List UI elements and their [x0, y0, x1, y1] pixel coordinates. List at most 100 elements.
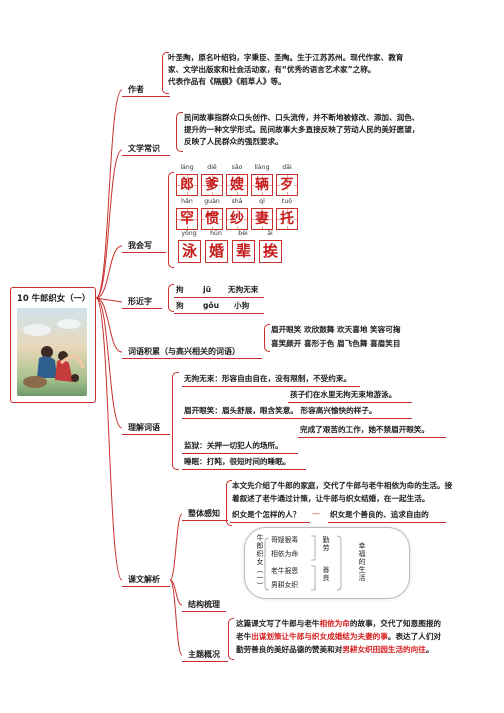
character-cell: 歹 [276, 174, 298, 196]
character-cell: 嫂 [226, 174, 248, 196]
shape-word-2: 小狗 [234, 301, 250, 310]
literature-underline [122, 155, 170, 156]
vocab-line-2: 喜笑颜开 喜形于色 眉飞色舞 喜眉笑目 [271, 339, 401, 348]
character-cell: 婚 [205, 240, 228, 263]
author-label[interactable]: 作者 [128, 85, 144, 94]
understand-underline [122, 434, 170, 435]
theme-line-2: 老牛出谋划策让牛郎与织女成婚结为夫妻的事。表达了人们对 [236, 631, 441, 643]
overall-label[interactable]: 整体感知 [188, 509, 220, 518]
shape-pinyin-2: gǒu [203, 301, 220, 310]
theme-line-3-b: 男耕女织田园生活的向往 [342, 645, 426, 654]
structure-item-2: 相依为命 [271, 550, 299, 558]
vocab-label[interactable]: 词语积累（与高兴相关的词语） [128, 347, 240, 356]
shapes-brace [168, 284, 174, 312]
overall-line-1: 本文先介绍了牛郎的家庭，交代了牛郎与老牛相依为命的生活。接 [232, 481, 453, 490]
pinyin-label: guàn [204, 198, 220, 205]
pinyin-label: yǒng [181, 230, 197, 237]
structure-item-4: 男耕女织 [271, 581, 299, 589]
theme-label[interactable]: 主题概况 [188, 650, 220, 659]
writing-label[interactable]: 我会写 [128, 241, 152, 250]
pinyin-label: bèi [238, 230, 248, 237]
character-text: 辆 [255, 177, 269, 193]
pinyin-label: hūn [210, 230, 222, 237]
vocab-line-1: 眉开眼笑 欢欣鼓舞 欢天喜地 笑容可掬 [271, 325, 401, 334]
root-node[interactable]: 10 牛郎织女（一） [10, 287, 96, 403]
character-text: 托 [280, 211, 294, 227]
author-line-1: 叶圣陶，原名叶绍钧，字秉臣、圣陶。生于江苏苏州。现代作家、教育 [168, 53, 404, 62]
character-cell: 纱 [226, 208, 248, 230]
overall-answer: 织女是个善良的、追求自由的 [330, 510, 429, 519]
theme-line-3-c: 。 [425, 645, 434, 654]
shape-line-1-underline [174, 297, 264, 298]
structure-label[interactable]: 结构梳理 [188, 600, 220, 609]
pinyin-label: diē [207, 164, 217, 171]
character-text: 纱 [230, 211, 244, 227]
character-text: 挨 [262, 242, 278, 260]
character-text: 辈 [235, 242, 251, 260]
theme-line-2-b: 出谋划策让牛郎与织女成婚结为夫妻的事 [251, 632, 388, 641]
cover-illustration [17, 308, 87, 396]
question-arrow-icon: — [312, 509, 320, 518]
structure-result: 幸福的生活 [358, 542, 366, 582]
vocab-underline [122, 358, 262, 359]
theme-line-2-c: 。表达了人们对 [387, 632, 442, 641]
pinyin-label: shā [231, 198, 243, 205]
structure-item-1: 哥嫂狠毒 [271, 536, 299, 544]
character-text: 婚 [208, 242, 224, 260]
structure-item-3: 老牛报恩 [271, 567, 299, 575]
character-cell: 泳 [178, 240, 201, 263]
character-text: 妻 [255, 211, 269, 227]
understand-item-3-underline [182, 418, 412, 419]
literature-label[interactable]: 文学常识 [128, 144, 160, 153]
character-text: 罕 [180, 211, 194, 227]
theme-line-2-a: 老牛 [236, 632, 252, 641]
overall-answer-underline [328, 522, 446, 523]
understand-item-4-underline [298, 437, 446, 438]
understand-item-5: 监狱：关押一切犯人的场所。 [184, 441, 283, 450]
theme-line-3-a: 勤劳善良的美好品德的赞美和对 [236, 645, 343, 654]
character-cell: 爹 [201, 174, 223, 196]
character-cell: 辆 [251, 174, 273, 196]
pinyin-label: qī [259, 198, 265, 205]
overall-underline [182, 520, 228, 521]
character-cell: 罕 [176, 208, 198, 230]
understand-item-6-underline [182, 469, 306, 470]
theme-underline [182, 661, 228, 662]
pinyin-label: āi [267, 230, 273, 237]
theme-line-3: 勤劳善良的美好品德的赞美和对男耕女织田园生活的向往。 [236, 644, 433, 656]
structure-title: 牛郎织女（一） [256, 534, 264, 590]
analysis-label[interactable]: 课文解析 [128, 575, 160, 584]
structure-underline [182, 611, 226, 612]
theme-line-1-a: 这篇课文写了牛郎与老牛 [236, 619, 320, 628]
structure-mid-1: 勤劳 [322, 536, 330, 552]
structure-brackets [264, 535, 342, 591]
literature-line-3: 反映了人民群众的强烈要求。 [184, 137, 283, 146]
understand-item-5-underline [182, 453, 298, 454]
character-text: 爹 [205, 177, 219, 193]
theme-line-1: 这篇课文写了牛郎与老牛相依为命的故事，交代了知恩图报的 [236, 618, 441, 630]
author-line-2: 家、文学出版家和社会活动家，有“优秀的语言艺术家”之称。 [168, 65, 376, 74]
character-text: 惯 [205, 211, 219, 227]
understand-label[interactable]: 理解词语 [128, 423, 160, 432]
character-text: 泳 [181, 242, 197, 260]
literature-line-1: 民间故事指群众口头创作、口头流传，并不断地被修改、添加、润色、 [184, 113, 420, 122]
understand-brace [172, 372, 179, 470]
character-cell: 郎 [176, 174, 198, 196]
pinyin-label: sǎo [231, 164, 243, 171]
character-cell: 辈 [232, 240, 255, 263]
understand-item-3: 眉开眼笑：眉头舒展，眼含笑意。 形容高兴愉快的样子。 [184, 406, 377, 415]
shape-pinyin-1: jū [203, 285, 212, 294]
character-cell: 惯 [201, 208, 223, 230]
shapes-underline [122, 308, 162, 309]
author-underline [122, 96, 170, 97]
understand-item-6: 睡眠：打盹，很短时间的睡眠。 [184, 457, 291, 466]
shape-char-1: 拘 [176, 285, 184, 294]
vocab-brace [264, 324, 270, 352]
character-text: 嫂 [230, 177, 244, 193]
understand-item-2-underline [288, 402, 412, 403]
overall-question: 织女是个怎样的人？ [232, 510, 301, 519]
shapes-label[interactable]: 形近字 [128, 297, 152, 306]
character-cell: 托 [276, 208, 298, 230]
theme-brace [228, 618, 234, 660]
